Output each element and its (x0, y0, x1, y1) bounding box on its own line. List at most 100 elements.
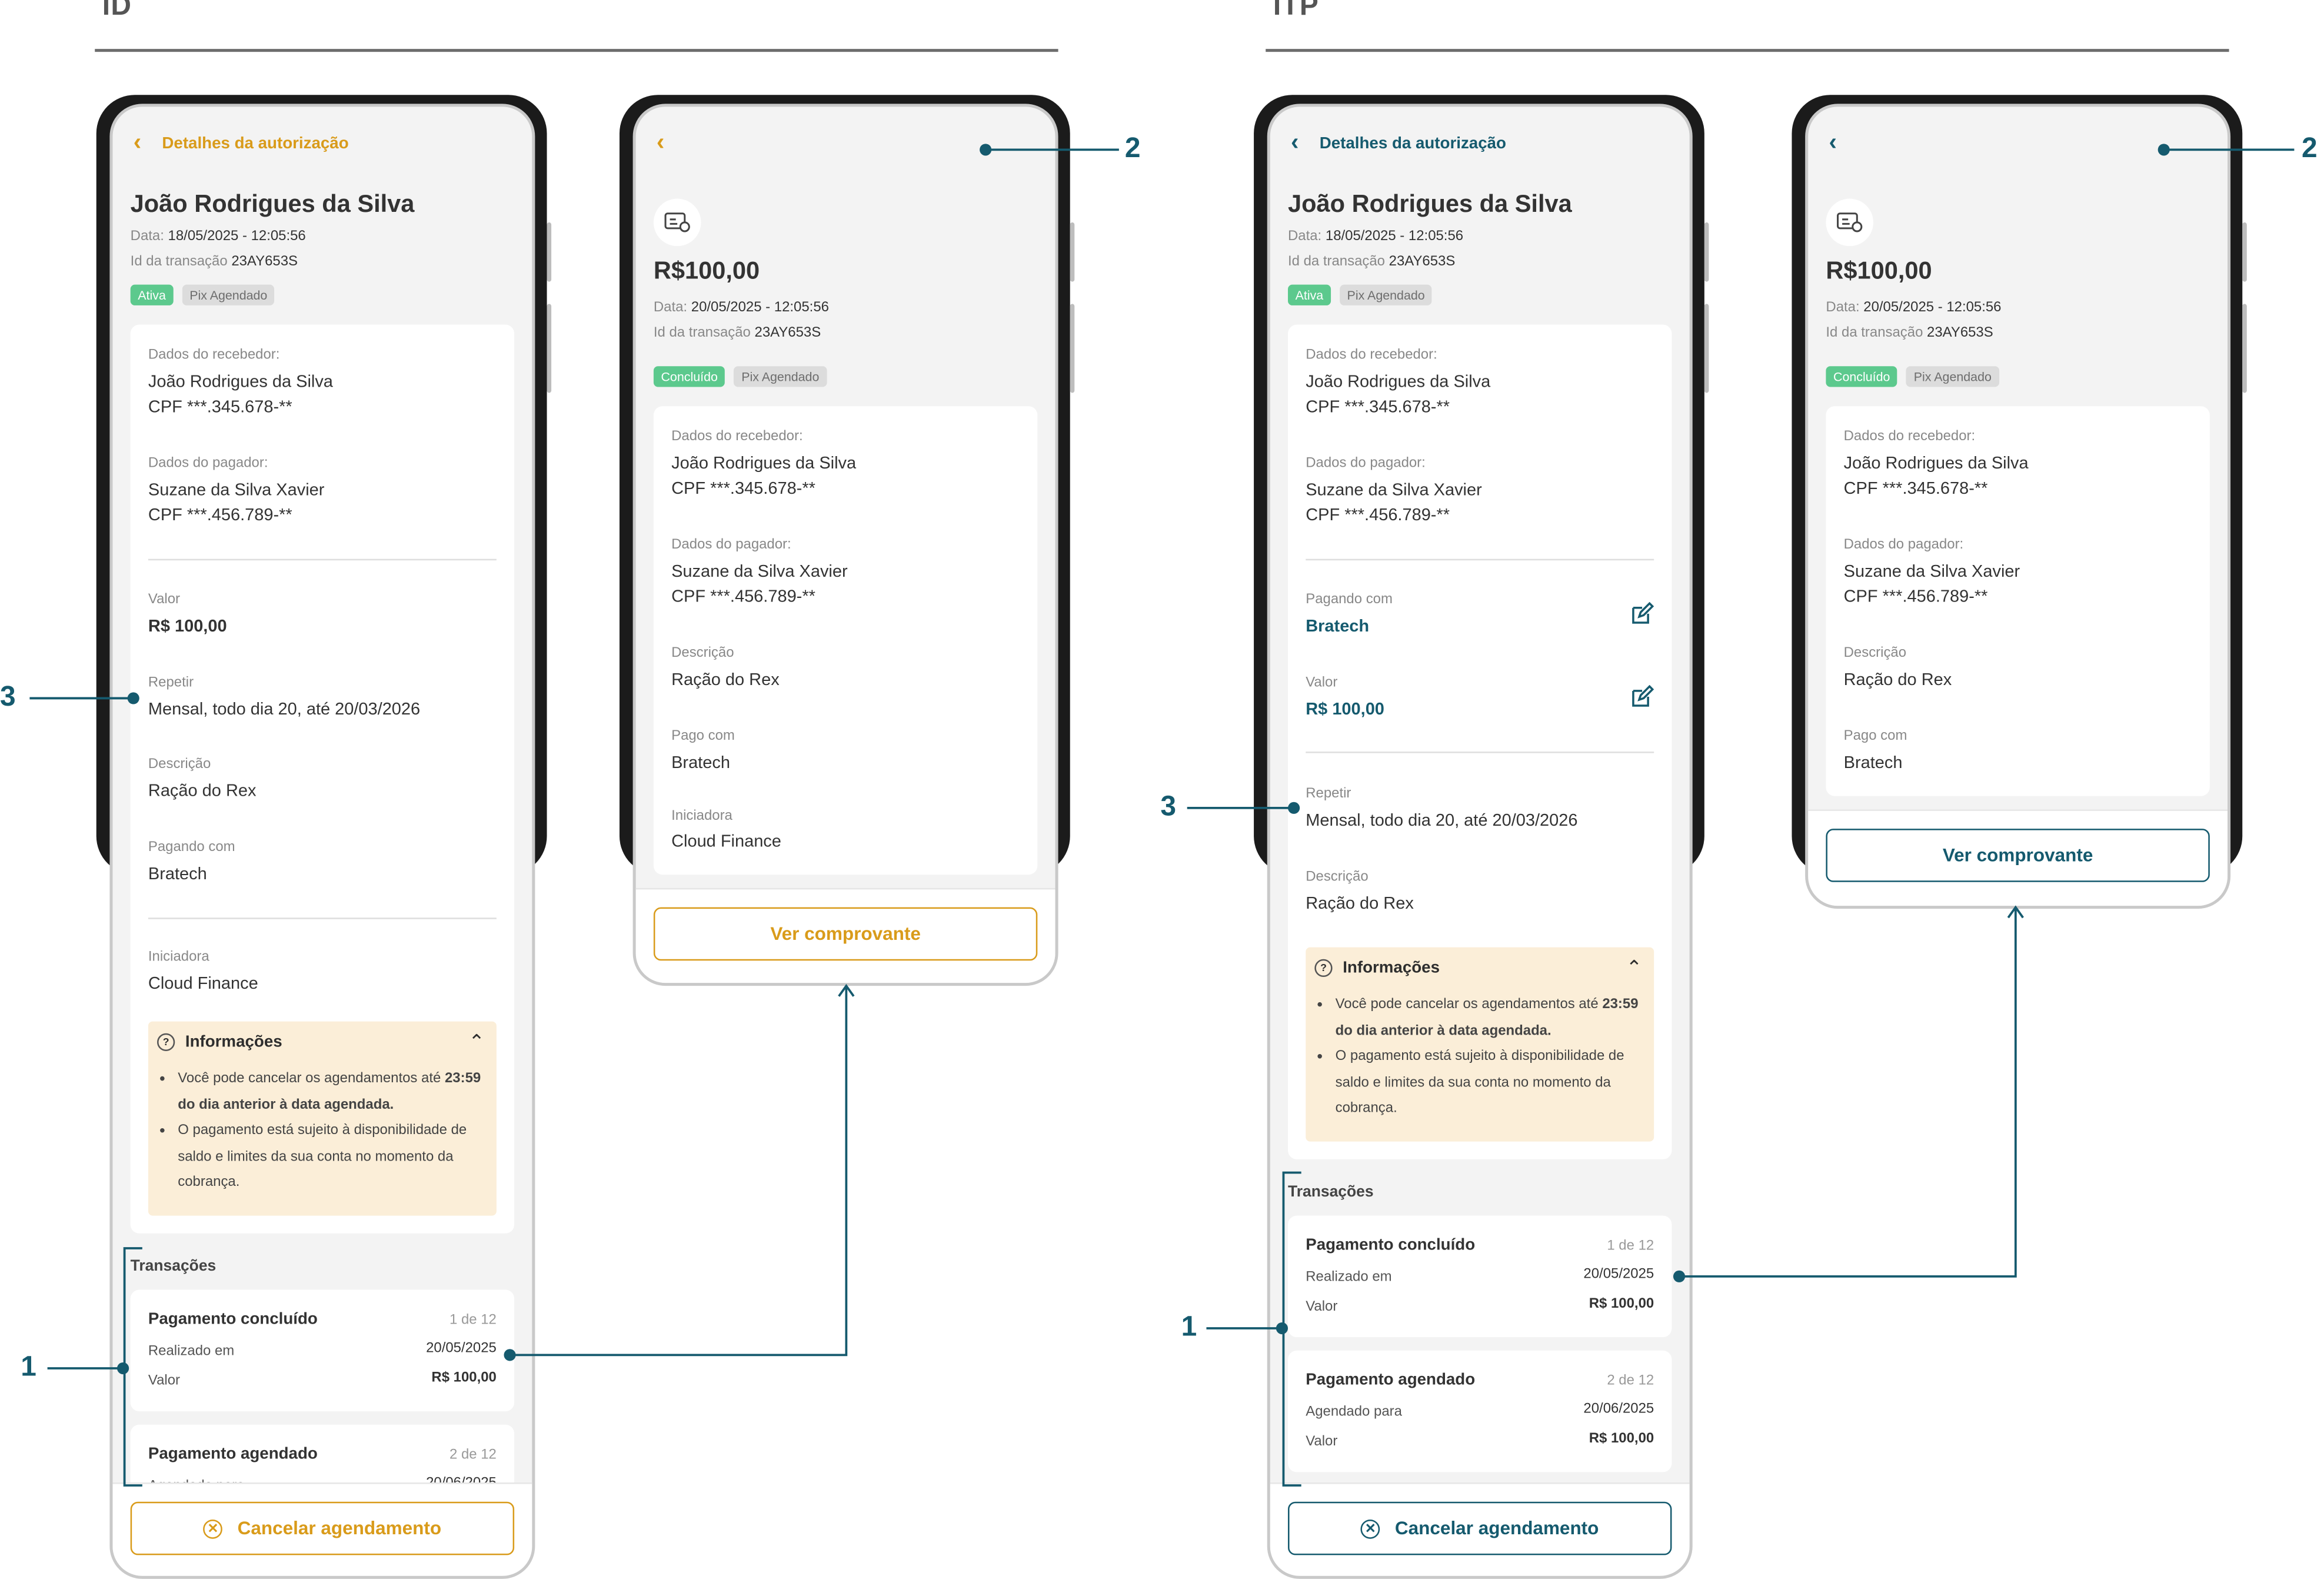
description-label: Descrição (148, 756, 211, 773)
view-receipt-button[interactable]: Ver comprovante (653, 907, 1038, 961)
info-panel[interactable]: ?Informações ⌃ Você pode cancelar os age… (148, 1021, 497, 1216)
repeat-value: Mensal, todo dia 20, até 20/03/2026 (148, 701, 421, 719)
initiator-label: Iniciadora (671, 807, 733, 825)
id-authorization-screen: ‹ Detalhes da autorização João Rodrigues… (109, 104, 535, 1579)
header: ‹ Detalhes da autorização (1291, 130, 1506, 156)
payer-label: Dados do pagador: (671, 536, 791, 553)
details-card: Dados do recebedor: João Rodrigues da Si… (1288, 324, 1672, 1159)
edit-icon[interactable] (1630, 601, 1654, 626)
paying-with-value: Bratech (148, 866, 207, 884)
txid-meta: Id da transação 23AY653S (1826, 324, 1993, 341)
info-list: Você pode cancelar os agendamentos até 2… (160, 1066, 488, 1195)
status-badge: Ativa (1288, 284, 1331, 305)
header: ‹ (1829, 130, 1857, 156)
initiator-value: Cloud Finance (148, 975, 258, 993)
description-value: Ração do Rex (671, 672, 780, 690)
details-card: Dados do recebedor: João Rodrigues da Si… (130, 324, 515, 1234)
info-title: ?Informações (157, 1033, 282, 1051)
receipt-icon (653, 198, 701, 247)
callout-number: 3 (1160, 792, 1177, 823)
type-badge: Pix Agendado (1906, 366, 1999, 387)
phone-side-button (1704, 222, 1709, 282)
receipt-icon (1826, 198, 1874, 247)
status-badge: Concluído (1826, 366, 1898, 387)
paying-with-value: Bratech (1306, 618, 1370, 636)
callout-number: 2 (1124, 133, 1141, 165)
paid-with-label: Pago com (1843, 727, 1907, 744)
txid-meta: Id da transação 23AY653S (130, 253, 298, 270)
chevron-up-icon[interactable]: ⌃ (468, 1030, 485, 1053)
status-tags: Ativa Pix Agendado (1288, 284, 1433, 305)
info-panel[interactable]: ?Informações ⌃ Você pode cancelar os age… (1306, 947, 1654, 1142)
receiver-label: Dados do recebedor: (671, 428, 803, 445)
callout-dot (117, 1362, 129, 1375)
value-amount: R$ 100,00 (148, 618, 227, 636)
footer-bar: ✕Cancelar agendamento (112, 1482, 532, 1576)
date-meta: Data: 18/05/2025 - 12:05:56 (1288, 228, 1464, 245)
status-badge: Concluído (653, 366, 725, 387)
help-icon: ? (1314, 959, 1333, 978)
value-amount: R$ 100,00 (1306, 701, 1384, 719)
status-tags: Ativa Pix Agendado (130, 284, 275, 305)
description-label: Descrição (1843, 644, 1907, 661)
section-divider-itp (1266, 49, 2229, 52)
close-circle-icon: ✕ (203, 1518, 223, 1538)
paid-with-value: Bratech (671, 754, 730, 773)
divider (148, 918, 497, 919)
divider (1306, 752, 1654, 753)
header: ‹ Detalhes da autorização (133, 130, 349, 156)
back-chevron-icon[interactable]: ‹ (1829, 130, 1837, 156)
status-badge: Ativa (130, 284, 174, 305)
date-meta: Data: 20/05/2025 - 12:05:56 (1826, 299, 2002, 316)
receipt-card: Dados do recebedor: João Rodrigues da Si… (653, 406, 1038, 875)
transactions-heading: Transações (1288, 1183, 1374, 1201)
info-list: Você pode cancelar os agendamentos até 2… (1317, 992, 1645, 1121)
section-title-itp: ITP (1273, 0, 1320, 22)
type-badge: Pix Agendado (734, 366, 827, 387)
cancel-schedule-button[interactable]: ✕Cancelar agendamento (130, 1501, 515, 1555)
description-label: Descrição (671, 644, 734, 661)
callout-dot (1288, 802, 1300, 814)
id-receipt-screen: ‹ R$100,00 Data: 20/05/2025 - 12:05:56 I… (632, 104, 1058, 986)
info-item: Você pode cancelar os agendamentos até 2… (178, 1066, 487, 1118)
payer-label: Dados do pagador: (1306, 455, 1426, 472)
info-item: O pagamento está sujeito à disponibilida… (1336, 1043, 1645, 1121)
callout-dot (1276, 1322, 1288, 1335)
back-chevron-icon[interactable]: ‹ (133, 130, 142, 156)
edit-icon[interactable] (1630, 684, 1654, 709)
txid-meta: Id da transação 23AY653S (1288, 253, 1456, 270)
type-badge: Pix Agendado (182, 284, 275, 305)
section-title-id: ID (102, 0, 132, 22)
callout-dot (2157, 144, 2170, 156)
chevron-up-icon[interactable]: ⌃ (1626, 956, 1643, 979)
payer-label: Dados do pagador: (148, 455, 268, 472)
header: ‹ (656, 130, 685, 156)
value-label: Valor (148, 591, 181, 608)
footer-bar: Ver comprovante (635, 887, 1056, 983)
back-chevron-icon[interactable]: ‹ (1291, 130, 1299, 156)
transactions-heading: Transações (130, 1257, 217, 1275)
paid-with-label: Pago com (671, 727, 735, 744)
callout-dot (504, 1349, 516, 1361)
header-title: Detalhes da autorização (1319, 135, 1506, 153)
type-badge: Pix Agendado (1339, 284, 1433, 305)
arrow-head (838, 983, 855, 997)
back-chevron-icon[interactable]: ‹ (656, 130, 665, 156)
callout-number: 2 (2302, 133, 2318, 165)
cancel-schedule-button[interactable]: ✕Cancelar agendamento (1288, 1501, 1672, 1555)
arrow-head (2007, 905, 2024, 919)
paying-with-label: Pagando com (148, 839, 235, 856)
divider (1306, 559, 1654, 561)
receiver-label: Dados do recebedor: (148, 347, 280, 364)
view-receipt-button[interactable]: Ver comprovante (1826, 829, 2210, 882)
